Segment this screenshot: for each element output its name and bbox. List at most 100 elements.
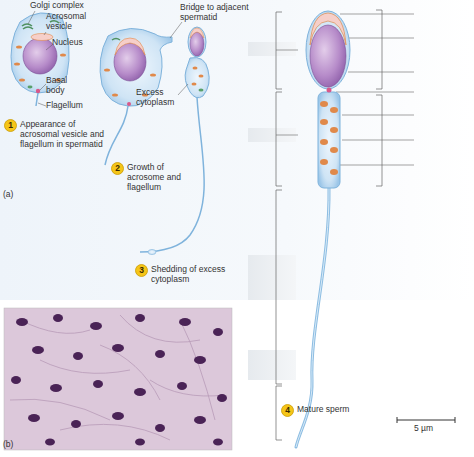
- scale-bar: [455, 417, 456, 423]
- bracket-line: [276, 135, 298, 136]
- blank-label-box: [248, 42, 296, 56]
- mitochondrion: [16, 45, 22, 48]
- leader-line: [178, 84, 188, 95]
- blank-label-box: [248, 350, 296, 380]
- part-label: Flagellum: [46, 101, 96, 111]
- sperm-head-stain: [53, 314, 63, 322]
- callout-step: 3Shedding of excess cytoplasm: [135, 264, 148, 277]
- sperm-head-stain: [28, 414, 40, 422]
- callout-circle-shape: [136, 265, 148, 277]
- nucleus: [23, 38, 57, 74]
- scale-bar: [397, 417, 398, 423]
- sperm-head-stain: [135, 439, 145, 446]
- part-label: Bridge to adjacent spermatid: [180, 3, 252, 23]
- nucleus: [190, 32, 204, 56]
- leader-line: [340, 38, 414, 39]
- sperm-head-stain: [135, 314, 145, 322]
- callout-number: 1: [4, 120, 17, 130]
- leader-line: [38, 103, 46, 106]
- part-label: Nucleus: [52, 38, 102, 48]
- part-label: Excess cytoplasm: [136, 88, 182, 108]
- leader-line: [336, 92, 414, 93]
- mitochondrion: [320, 119, 328, 125]
- organelle: [28, 86, 33, 89]
- sperm-head-stain: [213, 328, 223, 336]
- mitochondrion: [192, 83, 197, 86]
- basal-body: [36, 89, 40, 93]
- callout-number: 3: [135, 265, 148, 275]
- callout-circle-shape: [112, 163, 124, 175]
- sperm-head-stain: [112, 412, 124, 420]
- mitochondrion: [330, 127, 338, 133]
- basal-body: [127, 102, 131, 106]
- sperm-head: [306, 11, 350, 89]
- bracket: [276, 12, 282, 89]
- spermatid-head: [188, 27, 206, 57]
- sperm-head-stain: [155, 424, 165, 432]
- sperm-head-stain: [45, 439, 55, 446]
- bracket: [276, 92, 282, 186]
- sperm-head-stain: [134, 388, 146, 396]
- step-caption: Mature sperm: [297, 405, 377, 415]
- part-label: (a): [3, 190, 23, 200]
- scale-bar: [397, 420, 455, 421]
- callout-circle-shape: [5, 120, 17, 132]
- leader-line: [342, 140, 414, 141]
- flagellum: [105, 106, 128, 165]
- golgi-complex: [22, 24, 33, 29]
- sperm-head-stain: [213, 439, 223, 446]
- sperm-heads: [11, 314, 227, 446]
- basal-body: [327, 88, 332, 93]
- mitochondrion: [199, 75, 204, 78]
- acrosome: [310, 13, 346, 45]
- sperm-head-stain: [179, 318, 191, 326]
- mitochondrion: [320, 139, 328, 145]
- mitochondrion: [193, 67, 198, 70]
- sperm-head-stain: [93, 380, 103, 388]
- part-label: 5 µm: [414, 424, 454, 434]
- leader-line: [170, 22, 182, 38]
- mitochondrion: [330, 169, 338, 175]
- mitochondrion: [112, 93, 118, 96]
- sperm-head-stain: [32, 346, 44, 354]
- mitochondrion: [60, 53, 66, 56]
- mitochondrion: [150, 73, 156, 76]
- golgi-complex: [112, 39, 120, 41]
- sperm-head-stain: [194, 356, 206, 364]
- callout-step: 1Appearance of acrosomal vesicle and fla…: [4, 119, 17, 132]
- bracket-line: [276, 50, 298, 51]
- callout-step: 2Growth of acrosome and flagellum: [111, 162, 124, 175]
- sperm-head-stain: [194, 416, 206, 424]
- panel-background: [0, 0, 474, 300]
- sperm-head-stain: [155, 350, 165, 358]
- sperm-head-stain: [112, 344, 124, 352]
- leader-line: [40, 84, 46, 90]
- mitochondrion: [320, 159, 328, 165]
- step-caption: Shedding of excess cytoplasm: [151, 265, 231, 285]
- sperm-head-stain: [50, 384, 62, 392]
- part-label: (b): [3, 440, 23, 450]
- sperm-head-stain: [71, 420, 81, 428]
- mitochondrion: [19, 78, 25, 81]
- step-caption: Appearance of acrosomal vesicle and flag…: [20, 120, 112, 149]
- leader-line: [340, 14, 414, 15]
- part-label: Golgi complex: [30, 1, 110, 11]
- leader-line: [28, 11, 35, 24]
- leader-line: [348, 72, 414, 73]
- acrosomal-vesicle: [31, 34, 53, 41]
- blank-label-box: [248, 255, 296, 300]
- bracket: [376, 10, 382, 89]
- step-caption: Growth of acrosome and flagellum: [127, 163, 199, 192]
- bracket: [376, 95, 382, 186]
- callout-number: 4: [281, 405, 294, 415]
- leader-line: [342, 115, 414, 116]
- mitochondrion: [330, 107, 338, 113]
- acrosome: [190, 28, 204, 38]
- part-label: Acrosomal vesicle: [46, 12, 90, 32]
- mitochondrion: [104, 68, 110, 71]
- part-label: Basal body: [46, 76, 78, 96]
- sperm-head-stain: [217, 394, 227, 402]
- nucleus: [310, 25, 346, 87]
- sperm-head-stain: [11, 376, 21, 384]
- callout-step: 4Mature sperm: [281, 404, 294, 417]
